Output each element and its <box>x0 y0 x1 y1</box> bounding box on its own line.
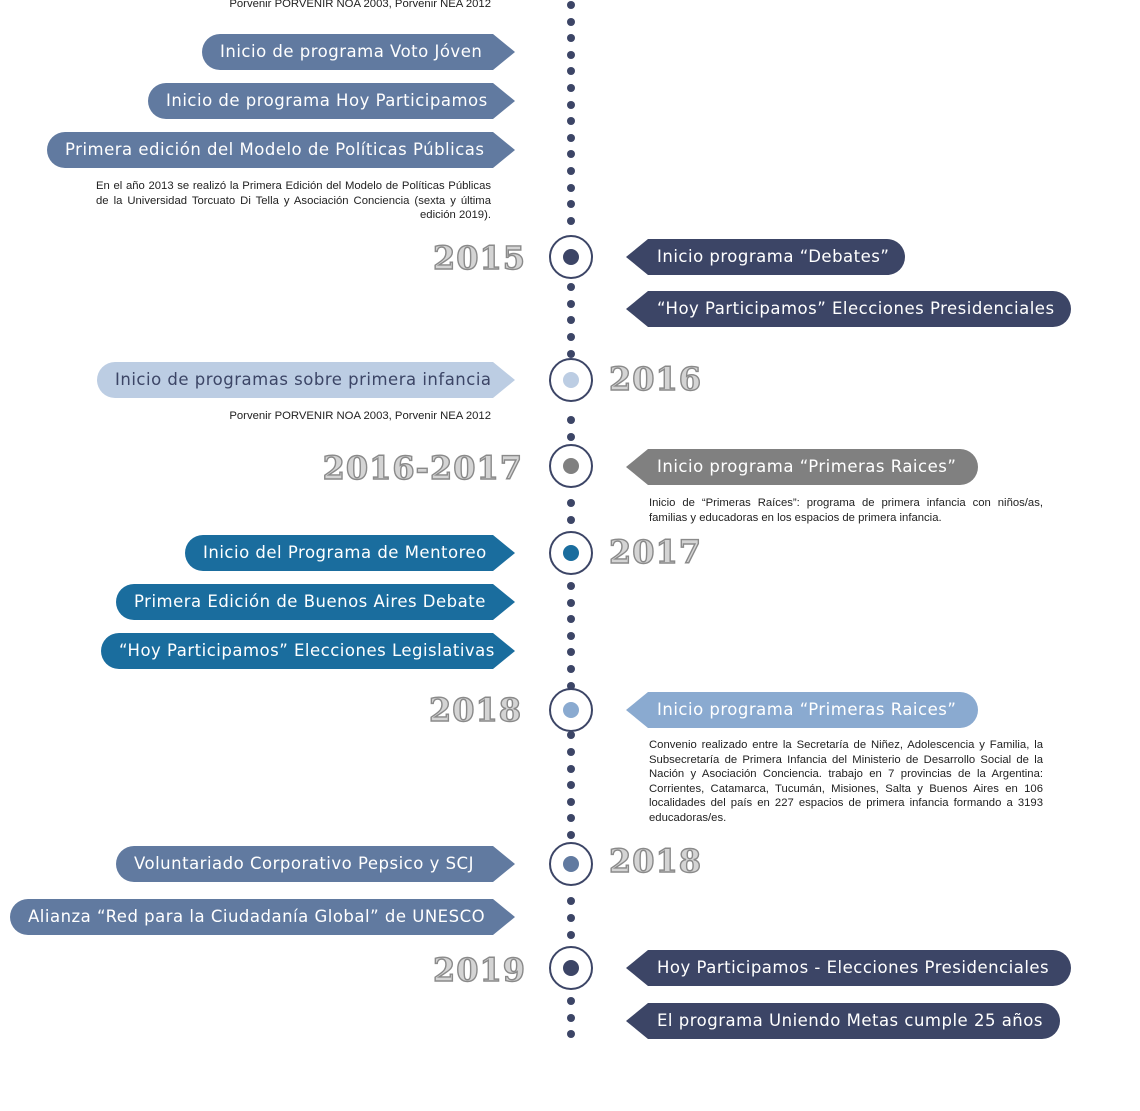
year-2016-2017: 2016-2017 <box>322 448 523 487</box>
timeline-dot <box>567 615 575 624</box>
note-raices-1: Inicio de “Primeras Raíces”: programa de… <box>649 497 1043 524</box>
timeline-dot <box>567 1030 575 1039</box>
timeline-dot <box>567 100 575 109</box>
node-2019 <box>549 946 593 990</box>
year-2018-b: 2018 <box>608 841 703 880</box>
tag-voto-joven: Inicio de programa Voto Jóven <box>202 34 515 70</box>
tag-presidenciales-2019: Hoy Participamos - Elecciones Presidenci… <box>626 950 1071 986</box>
timeline-dot <box>567 764 575 773</box>
node-core <box>563 702 579 718</box>
timeline-dot <box>567 914 575 922</box>
timeline-dot <box>567 781 575 790</box>
timeline-dot <box>567 648 575 657</box>
tag-hoy-participamos: Inicio de programa Hoy Participamos <box>148 83 515 119</box>
timeline-dot <box>567 17 575 26</box>
node-core <box>563 545 579 561</box>
timeline-dot <box>567 515 575 524</box>
timeline-dot <box>567 117 575 126</box>
tag-primera-infancia: Inicio de programas sobre primera infanc… <box>97 362 515 398</box>
note-top: Porvenir PORVENIR NOA 2003, Porvenir NEA… <box>229 0 491 10</box>
tag-voluntariado: Voluntariado Corporativo Pepsico y SCJ <box>116 846 515 882</box>
year-2018-a: 2018 <box>428 690 522 729</box>
timeline-dot <box>567 731 575 740</box>
timeline-dot <box>567 67 575 76</box>
tag-uniendo-metas: El programa Uniendo Metas cumple 25 años <box>626 1003 1060 1039</box>
timeline-dot <box>567 216 575 225</box>
timeline-dot <box>567 432 575 441</box>
year-2015: 2015 <box>432 238 526 277</box>
node-core <box>563 372 579 388</box>
tag-legislativas: “Hoy Participamos” Elecciones Legislativ… <box>101 633 515 669</box>
timeline-dot <box>567 582 575 590</box>
node-2015 <box>549 235 593 279</box>
node-core <box>563 458 579 474</box>
note-modelo: En el año 2013 se realizó la Primera Edi… <box>96 180 491 221</box>
timeline-dot <box>567 183 575 192</box>
node-core <box>563 249 579 265</box>
node-2018-a <box>549 688 593 732</box>
timeline-dot <box>567 598 575 607</box>
node-2018-b <box>549 842 593 886</box>
timeline-dot <box>567 316 575 325</box>
timeline-dot <box>567 797 575 806</box>
node-core <box>563 856 579 872</box>
timeline-dot <box>567 748 575 756</box>
tag-primeras-raices-1: Inicio programa “Primeras Raices” <box>626 449 978 485</box>
year-2016: 2016 <box>608 359 703 398</box>
timeline-dot <box>567 897 575 906</box>
timeline-dot <box>567 631 575 640</box>
tag-modelo-politicas: Primera edición del Modelo de Políticas … <box>47 132 515 168</box>
timeline-dot <box>567 50 575 59</box>
node-core <box>563 960 579 976</box>
tag-mentoreo: Inicio del Programa de Mentoreo <box>185 535 515 571</box>
node-2016-2017 <box>549 444 593 488</box>
timeline-dot <box>567 84 575 92</box>
timeline-dot <box>567 665 575 673</box>
timeline-dot <box>567 681 575 690</box>
tag-ba-debate: Primera Edición de Buenos Aires Debate <box>116 584 515 620</box>
note-raices-2: Convenio realizado entre la Secretaría d… <box>649 739 1043 824</box>
node-2016 <box>549 358 593 402</box>
timeline-dot <box>567 133 575 142</box>
timeline-dot <box>567 814 575 823</box>
timeline-dot <box>567 997 575 1005</box>
year-2019: 2019 <box>432 950 526 989</box>
node-2017 <box>549 531 593 575</box>
tag-alianza: Alianza “Red para la Ciudadanía Global” … <box>10 899 515 935</box>
timeline-dot <box>567 167 575 175</box>
timeline-dot <box>567 200 575 209</box>
timeline-dot <box>567 349 575 358</box>
timeline-dot <box>567 831 575 839</box>
timeline-dot <box>567 1 575 9</box>
note-infancia: Porvenir PORVENIR NOA 2003, Porvenir NEA… <box>229 410 491 422</box>
timeline-dot <box>567 299 575 308</box>
tag-debates: Inicio programa “Debates” <box>626 239 905 275</box>
year-2017: 2017 <box>608 532 703 571</box>
timeline-dot <box>567 930 575 939</box>
timeline-dot <box>567 333 575 341</box>
timeline-dot <box>567 283 575 292</box>
timeline-dot <box>567 1013 575 1022</box>
timeline-dot <box>567 499 575 507</box>
timeline-dot <box>567 34 575 43</box>
timeline-dot <box>567 150 575 159</box>
timeline-dot <box>567 416 575 424</box>
tag-presidenciales-2015: “Hoy Participamos” Elecciones Presidenci… <box>626 291 1071 327</box>
tag-primeras-raices-2: Inicio programa “Primeras Raices” <box>626 692 978 728</box>
